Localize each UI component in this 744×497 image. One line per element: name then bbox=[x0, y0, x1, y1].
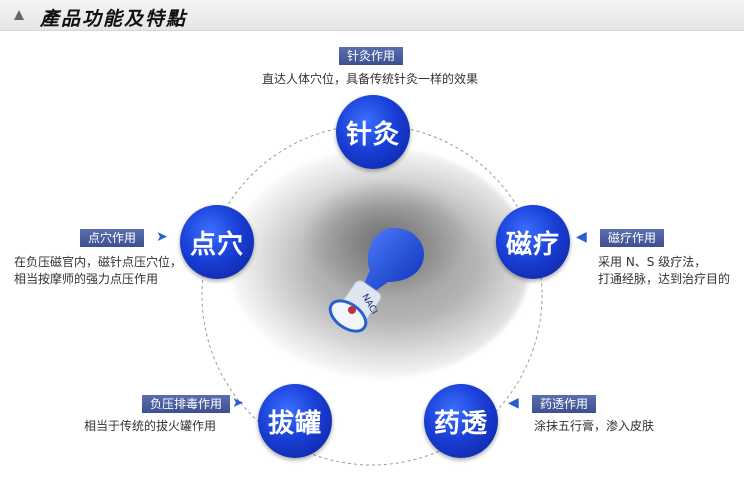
arrow-right-icon: ➤ bbox=[232, 395, 244, 411]
tag-acupoint: 点穴作用 bbox=[80, 229, 145, 247]
desc-cupping: 相当于传统的拔火罐作用 bbox=[84, 419, 217, 433]
tag-magnetic: 磁疗作用 bbox=[600, 229, 665, 247]
badge-acupuncture: 针灸 bbox=[336, 95, 410, 169]
badge-acupoint-label: 点穴 bbox=[189, 229, 244, 260]
tag-acupuncture: 针灸作用 bbox=[339, 47, 404, 65]
desc-herbal: 涂抹五行膏，渗入皮肤 bbox=[534, 419, 655, 433]
arrow-left-icon: ◀ bbox=[576, 229, 587, 245]
arrow-right-icon: ➤ bbox=[156, 229, 168, 245]
desc-acupoint-line1: 在负压磁官内，磁针点压穴位， bbox=[14, 255, 183, 269]
header-ornament-icon bbox=[14, 10, 24, 20]
badge-herbal: 药透 bbox=[424, 384, 498, 458]
desc-acupuncture: 直达人体穴位，具备传统针灸一样的效果 bbox=[262, 72, 479, 86]
desc-acupoint-line2: 相当按摩师的强力点压作用 bbox=[14, 272, 159, 286]
badge-magnetic: 磁疗 bbox=[496, 205, 570, 279]
tag-cupping: 负压排毒作用 bbox=[142, 395, 231, 413]
section-title: 產品功能及特點 bbox=[40, 8, 188, 30]
badge-magnetic-label: 磁疗 bbox=[505, 229, 560, 260]
badge-herbal-label: 药透 bbox=[433, 408, 488, 439]
section-header: 產品功能及特點 bbox=[0, 0, 744, 31]
tag-herbal: 药透作用 bbox=[532, 395, 597, 413]
badge-cupping: 拔罐 bbox=[258, 384, 332, 458]
cupping-device-image: NACI bbox=[328, 227, 425, 333]
badge-acupuncture-label: 针灸 bbox=[345, 119, 400, 150]
desc-magnetic-line2: 打通经脉，达到治疗目的 bbox=[598, 272, 731, 286]
desc-magnetic-line1: 采用 N、S 级疗法， bbox=[598, 255, 707, 269]
badge-cupping-label: 拔罐 bbox=[267, 408, 322, 439]
badge-acupoint: 点穴 bbox=[180, 205, 254, 279]
arrow-left-icon: ◀ bbox=[508, 395, 519, 411]
